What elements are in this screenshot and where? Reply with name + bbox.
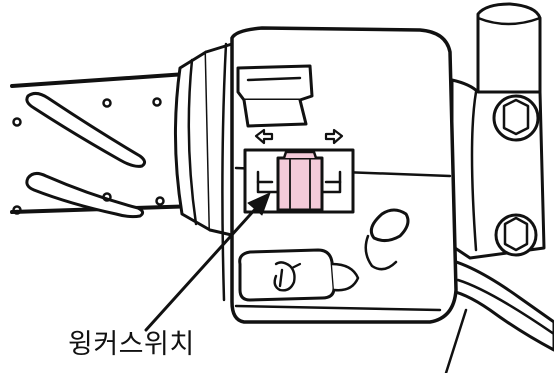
winker-switch-knob [278, 152, 322, 210]
lever-perch [440, 4, 554, 373]
winker-switch-label: 윙커스위치 [68, 328, 195, 362]
handlebar-grip [12, 74, 198, 217]
grip-collar [175, 44, 236, 236]
top-switch-button [238, 66, 312, 126]
